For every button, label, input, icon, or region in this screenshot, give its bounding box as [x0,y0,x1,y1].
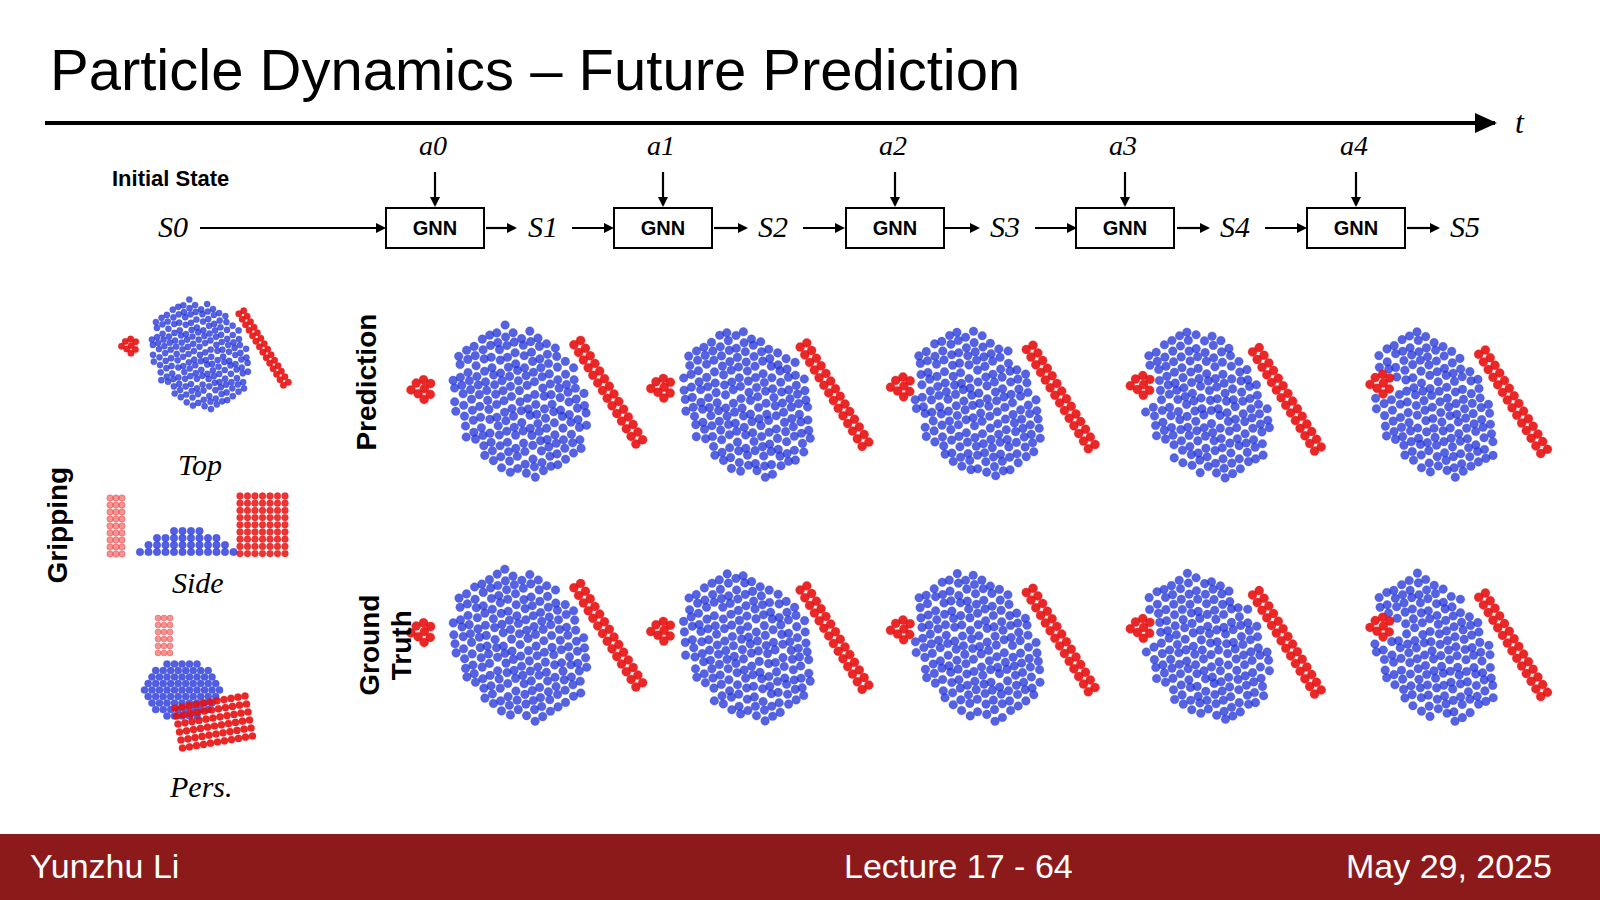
gnn-box: GNN [1075,207,1175,249]
particle-scene [1126,328,1326,482]
state-symbol: S0 [158,210,188,244]
particle-scene [118,296,291,412]
state-symbol: S2 [758,210,788,244]
particle-scene [1366,569,1552,726]
footer-text: Lecture 17 - 64 [844,847,1073,886]
state-symbol: S5 [1450,210,1480,244]
gnn-label: GNN [1103,217,1147,240]
gnn-label: GNN [1334,217,1378,240]
state-symbol: a1 [647,130,675,162]
state-symbol: a3 [1109,130,1137,162]
particle-scene [646,570,873,726]
state-symbol: a2 [879,130,907,162]
particle-scene [1366,328,1552,482]
state-symbol: S4 [1220,210,1250,244]
rotated-label: Prediction [351,232,383,532]
particle-scene [1126,569,1326,724]
gnn-box: GNN [385,207,485,249]
particle-scene [886,327,1100,480]
view-label: Pers. [170,770,233,804]
particle-scene [407,321,648,482]
gnn-box: GNN [845,207,945,249]
particle-scene [886,569,1100,725]
footer-band: Yunzhu Li Lecture 17 - 64 May 29, 2025 [0,834,1600,900]
state-symbol: S3 [990,210,1020,244]
footer-text: May 29, 2025 [1346,847,1552,886]
slide-title: Particle Dynamics – Future Prediction [50,36,1020,103]
view-label: t [1515,104,1524,141]
footer-text: Yunzhu Li [30,847,179,886]
state-symbol: S1 [528,210,558,244]
particle-scene [407,565,648,726]
gnn-label: GNN [873,217,917,240]
perspective-view [141,615,256,752]
gnn-box: GNN [613,207,713,249]
gnn-label: GNN [413,217,457,240]
rotated-label: Gripping [42,375,74,675]
rotated-label: Ground Truth [354,570,418,720]
view-label: Side [172,566,224,600]
state-symbol: a4 [1340,130,1368,162]
side-view [107,493,289,558]
gnn-label: GNN [641,217,685,240]
view-label: Top [178,448,222,482]
view-label: Initial State [112,166,229,192]
state-symbol: a0 [419,130,447,162]
gnn-box: GNN [1306,207,1406,249]
particle-scene [646,328,873,482]
time-axis [45,121,1495,125]
